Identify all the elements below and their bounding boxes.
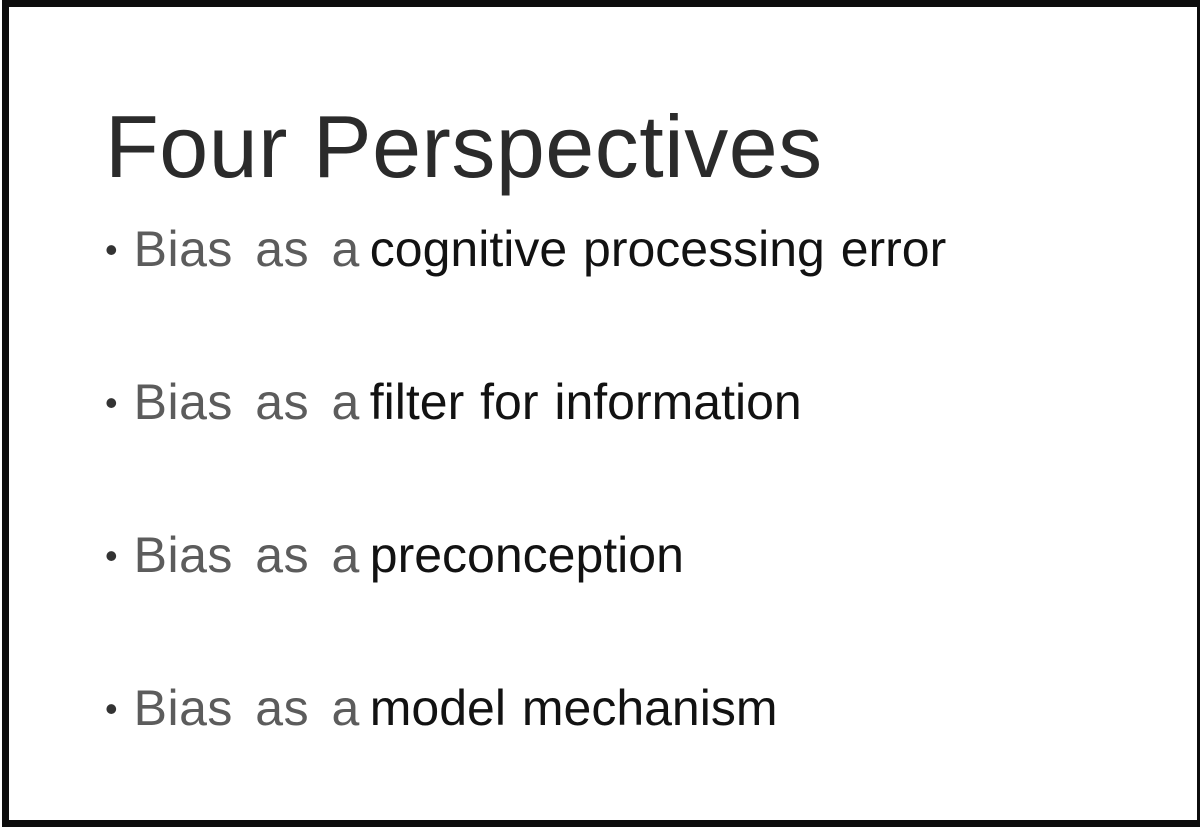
bullet-prefix: Bias as a <box>133 374 360 430</box>
bullet-prefix: Bias as a <box>133 221 360 277</box>
bullet-icon: • <box>105 535 118 576</box>
bullet-icon: • <box>105 688 118 729</box>
bullet-emphasis: cognitive processing error <box>369 221 947 277</box>
bullet-prefix: Bias as a <box>133 527 360 583</box>
bullet-emphasis: preconception <box>369 527 684 583</box>
bullet-prefix: Bias as a <box>133 680 360 736</box>
bullet-icon: • <box>105 382 118 423</box>
page-title: Four Perspectives <box>105 96 823 196</box>
bullet-emphasis: model mechanism <box>369 680 778 736</box>
bullet-emphasis: filter for information <box>369 374 802 430</box>
bullet-icon: • <box>105 229 118 270</box>
